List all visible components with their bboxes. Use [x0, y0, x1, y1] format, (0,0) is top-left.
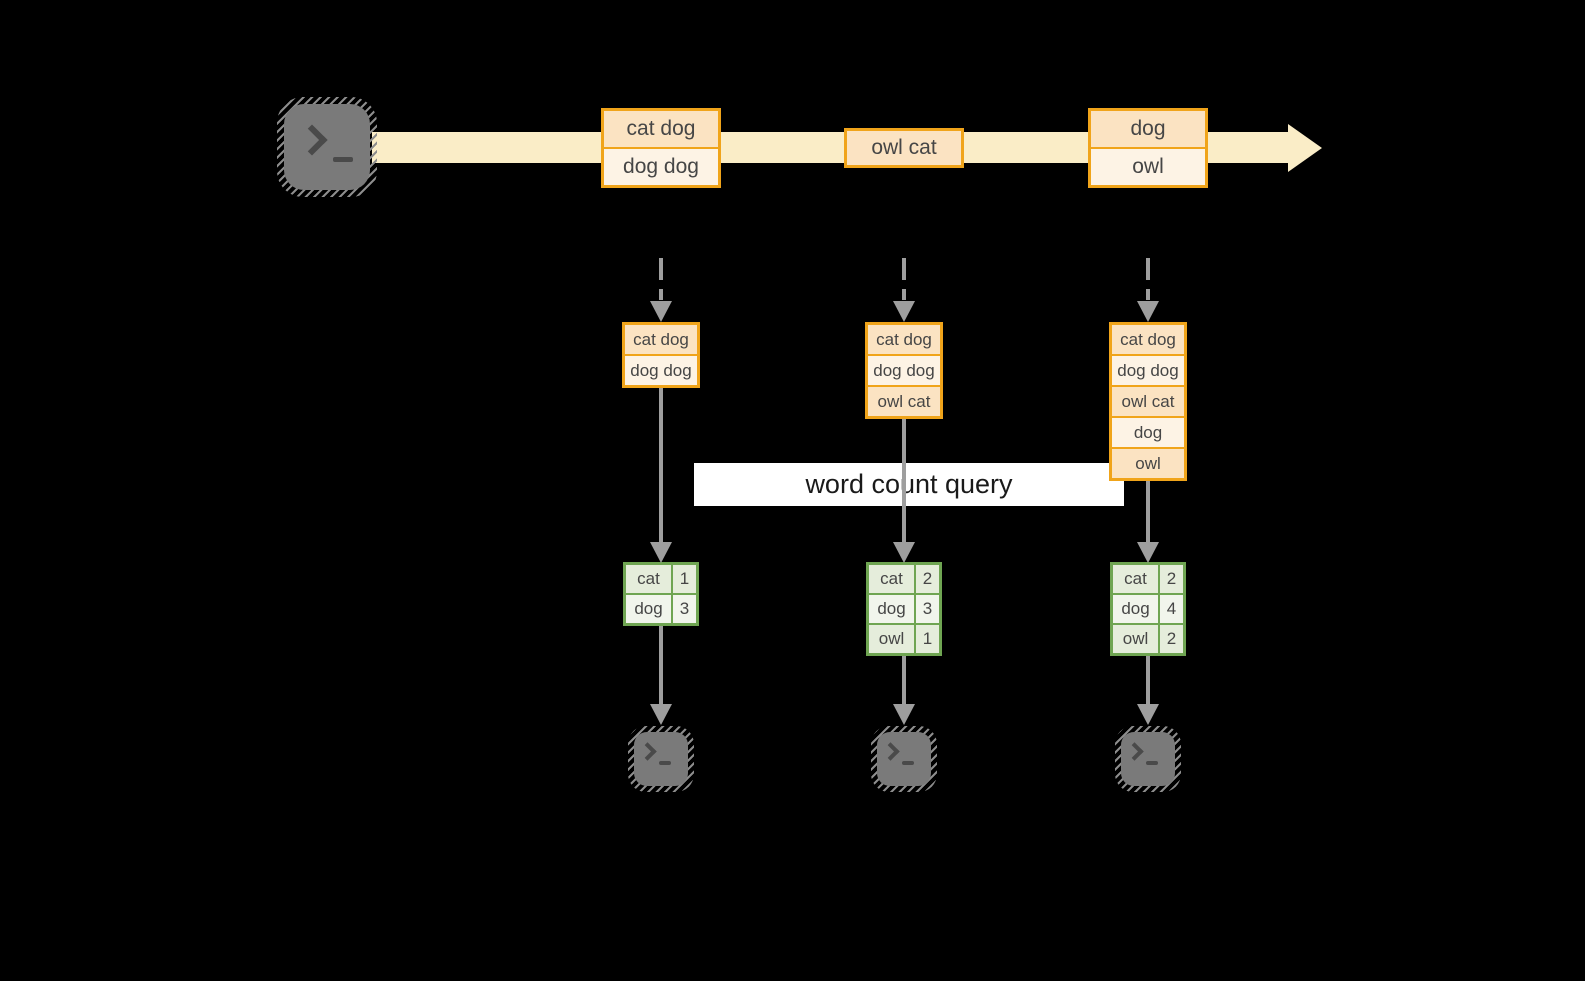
stream-event-box-1: cat dog dog dog	[601, 108, 721, 188]
stream-to-state-arrow-2	[902, 258, 906, 300]
state-line: owl	[1112, 449, 1184, 478]
sink-terminal-icon-2	[871, 726, 937, 792]
stream-right-arrow-icon	[1288, 124, 1322, 172]
event-line: dog	[1091, 111, 1205, 147]
arrowhead-down-icon	[650, 301, 672, 322]
count-to-sink-arrow-1	[659, 626, 663, 704]
count-to-sink-arrow-3	[1146, 656, 1150, 704]
state-to-count-arrow-3	[1146, 481, 1150, 542]
word-cell: cat	[869, 565, 914, 593]
count-cell: 1	[916, 625, 939, 653]
count-table-1: cat 1 dog 3	[623, 562, 699, 626]
stream-to-state-arrow-1	[659, 258, 663, 300]
prompt-underscore-icon	[659, 761, 671, 765]
state-to-count-arrow-1	[659, 388, 663, 542]
table-row: dog 3	[626, 595, 696, 623]
table-row: dog 4	[1113, 595, 1183, 623]
terminal-body	[877, 732, 931, 786]
word-cell: owl	[869, 625, 914, 653]
state-box-2: cat dog dog dog owl cat	[865, 322, 943, 419]
state-line: dog	[1112, 418, 1184, 447]
count-cell: 3	[916, 595, 939, 623]
arrowhead-down-icon	[1137, 542, 1159, 563]
sink-terminal-icon-1	[628, 726, 694, 792]
prompt-underscore-icon	[333, 157, 353, 162]
count-cell: 2	[1160, 625, 1183, 653]
count-cell: 2	[1160, 565, 1183, 593]
state-box-1: cat dog dog dog	[622, 322, 700, 388]
table-row: cat 2	[869, 565, 939, 593]
stream-to-state-arrow-3	[1146, 258, 1150, 300]
stream-event-box-2: owl cat	[844, 128, 964, 168]
event-line: dog dog	[604, 149, 718, 185]
event-line: cat dog	[604, 111, 718, 147]
terminal-body	[634, 732, 688, 786]
state-box-3: cat dog dog dog owl cat dog owl	[1109, 322, 1187, 481]
table-row: owl 1	[869, 625, 939, 653]
count-table-2: cat 2 dog 3 owl 1	[866, 562, 942, 656]
state-line: dog dog	[868, 356, 940, 385]
state-to-count-arrow-2	[902, 419, 906, 542]
prompt-underscore-icon	[1146, 761, 1158, 765]
count-table-3: cat 2 dog 4 owl 2	[1110, 562, 1186, 656]
table-row: owl 2	[1113, 625, 1183, 653]
count-cell: 4	[1160, 595, 1183, 623]
prompt-underscore-icon	[902, 761, 914, 765]
state-line: dog dog	[1112, 356, 1184, 385]
state-line: cat dog	[1112, 325, 1184, 354]
arrowhead-down-icon	[650, 542, 672, 563]
query-label: word count query	[694, 463, 1124, 506]
count-to-sink-arrow-2	[902, 656, 906, 704]
arrowhead-down-icon	[893, 301, 915, 322]
state-line: owl cat	[868, 387, 940, 416]
arrowhead-down-icon	[1137, 704, 1159, 725]
arrowhead-down-icon	[1137, 301, 1159, 322]
event-line: owl	[1091, 149, 1205, 185]
state-line: cat dog	[625, 325, 697, 354]
terminal-body	[284, 104, 370, 190]
stream-event-box-3: dog owl	[1088, 108, 1208, 188]
word-cell: cat	[1113, 565, 1158, 593]
sink-terminal-icon-3	[1115, 726, 1181, 792]
source-terminal-icon	[277, 97, 377, 197]
state-line: dog dog	[625, 356, 697, 385]
terminal-body	[1121, 732, 1175, 786]
count-cell: 3	[673, 595, 696, 623]
table-row: cat 2	[1113, 565, 1183, 593]
count-cell: 2	[916, 565, 939, 593]
word-cell: dog	[626, 595, 671, 623]
state-line: owl cat	[1112, 387, 1184, 416]
word-cell: cat	[626, 565, 671, 593]
arrowhead-down-icon	[650, 704, 672, 725]
event-line: owl cat	[847, 131, 961, 165]
table-row: cat 1	[626, 565, 696, 593]
word-cell: owl	[1113, 625, 1158, 653]
word-cell: dog	[869, 595, 914, 623]
table-row: dog 3	[869, 595, 939, 623]
arrowhead-down-icon	[893, 542, 915, 563]
arrowhead-down-icon	[893, 704, 915, 725]
state-line: cat dog	[868, 325, 940, 354]
count-cell: 1	[673, 565, 696, 593]
word-cell: dog	[1113, 595, 1158, 623]
